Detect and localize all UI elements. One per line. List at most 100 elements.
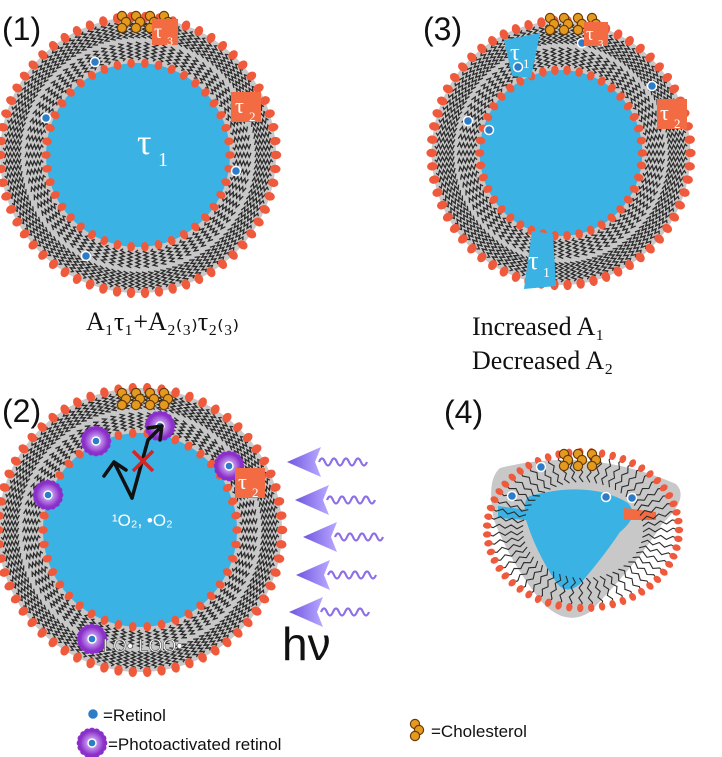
inner-headgroup	[629, 112, 639, 121]
outer-headgroup	[37, 422, 47, 432]
cholesterol-ring	[409, 730, 421, 742]
inner-headgroup	[506, 83, 515, 93]
inner-headgroup	[616, 205, 625, 214]
deformed-liposome	[482, 447, 684, 618]
inner-headgroup	[489, 102, 499, 111]
inner-headgroup	[154, 239, 163, 250]
panel-2-number: (2)	[2, 393, 41, 429]
outer-headgroup	[490, 556, 499, 564]
outer-headgroup	[194, 273, 204, 284]
outer-headgroup	[482, 531, 492, 538]
outer-headgroup	[682, 175, 693, 184]
outer-headgroup	[19, 229, 30, 239]
inner-headgroup	[45, 123, 55, 132]
inner-headgroup	[516, 220, 525, 230]
outer-headgroup	[210, 404, 220, 415]
tau-1-top-subscript: 1	[523, 56, 530, 71]
outer-headgroup	[598, 449, 606, 458]
inner-headgroup	[209, 202, 219, 211]
outer-headgroup	[684, 135, 695, 144]
inner-headgroup	[483, 185, 493, 194]
outer-headgroup	[242, 432, 253, 443]
tau-2-box	[657, 99, 687, 129]
inner-headgroup	[222, 483, 232, 492]
inner-headgroup	[224, 137, 234, 146]
inner-headgroup	[100, 64, 109, 74]
lipid-tails	[487, 523, 524, 530]
outer-headgroup	[72, 26, 82, 37]
lipid-tails	[599, 575, 614, 605]
inner-headgroup	[196, 601, 205, 611]
inner-headgroup	[154, 60, 163, 71]
outer-headgroup	[442, 212, 453, 222]
outer-headgroup	[613, 29, 623, 40]
outer-headgroup	[646, 470, 654, 478]
tau-1-bottom-label: τ	[528, 246, 538, 275]
lipid-tails	[639, 503, 674, 516]
outer-headgroup	[635, 43, 645, 54]
outer-headgroup	[60, 645, 70, 656]
outer-headgroup	[273, 497, 285, 506]
inner-headgroup	[636, 161, 647, 170]
outer-headgroup	[181, 279, 191, 290]
outer-headgroup	[264, 192, 275, 201]
inner-headgroup	[228, 497, 238, 506]
outer-headgroup	[490, 496, 499, 504]
outer-headgroup	[669, 552, 678, 560]
outer-headgroup	[217, 40, 228, 51]
inner-headgroup	[141, 241, 149, 252]
outer-headgroup	[516, 467, 524, 475]
inner-headgroup	[48, 568, 58, 577]
cholesterol-ring	[144, 399, 156, 411]
outer-headgroup	[251, 606, 262, 616]
retinol-dot	[626, 492, 638, 504]
outer-headgroup	[27, 617, 38, 628]
outer-headgroup	[449, 73, 460, 83]
outer-headgroup	[18, 606, 29, 616]
outer-headgroup	[270, 483, 281, 492]
panel-3: (3) τ 1 τ 1 τ 2 τ 3 Increased A₁ Decreas…	[423, 11, 696, 375]
outer-headgroup	[267, 122, 279, 132]
outer-headgroup	[86, 658, 96, 669]
lipid-tails	[519, 470, 546, 493]
lipid-tails	[490, 541, 526, 553]
outer-headgroup	[0, 497, 7, 506]
outer-headgroup	[184, 658, 194, 669]
inner-headgroup	[551, 65, 559, 75]
outer-headgroup	[259, 96, 270, 105]
inner-headgroup	[55, 471, 65, 480]
outer-headgroup	[0, 136, 6, 146]
outer-headgroup	[140, 287, 150, 299]
outer-headgroup	[619, 596, 627, 605]
inner-headgroup	[206, 591, 216, 601]
inner-headgroup	[201, 88, 210, 97]
outer-headgroup	[48, 259, 59, 270]
inner-headgroup	[616, 92, 625, 101]
lipid-tails	[578, 577, 584, 609]
tau-3-subscript: 3	[167, 34, 173, 48]
outer-headgroup	[228, 250, 238, 260]
outer-headgroup	[646, 582, 654, 590]
outer-headgroup	[653, 476, 662, 485]
outer-headgroup	[499, 266, 509, 277]
aqueous-core	[46, 63, 230, 247]
tau-2-subscript: 2	[249, 109, 256, 124]
tau-1-top-label: τ	[510, 40, 520, 66]
tau-2-label: τ	[235, 93, 244, 118]
inner-headgroup	[607, 83, 616, 93]
outer-headgroup	[508, 473, 517, 481]
outer-headgroup	[629, 459, 637, 468]
outer-headgroup	[0, 483, 10, 492]
outer-headgroup	[669, 500, 678, 508]
retinol-dot	[646, 80, 658, 92]
outer-headgroup	[429, 175, 440, 184]
formula-caption: A₁τ₁+A₂₍₃₎τ₂₍₃₎	[86, 307, 239, 336]
increased-a1-caption: Increased A₁	[472, 312, 605, 341]
inner-headgroup	[41, 151, 51, 159]
outer-headgroup	[0, 511, 4, 520]
outer-headgroup	[659, 484, 668, 492]
lipid-tails	[528, 568, 549, 595]
retinol-dot	[91, 436, 101, 446]
tau-2-label: τ	[238, 469, 247, 494]
